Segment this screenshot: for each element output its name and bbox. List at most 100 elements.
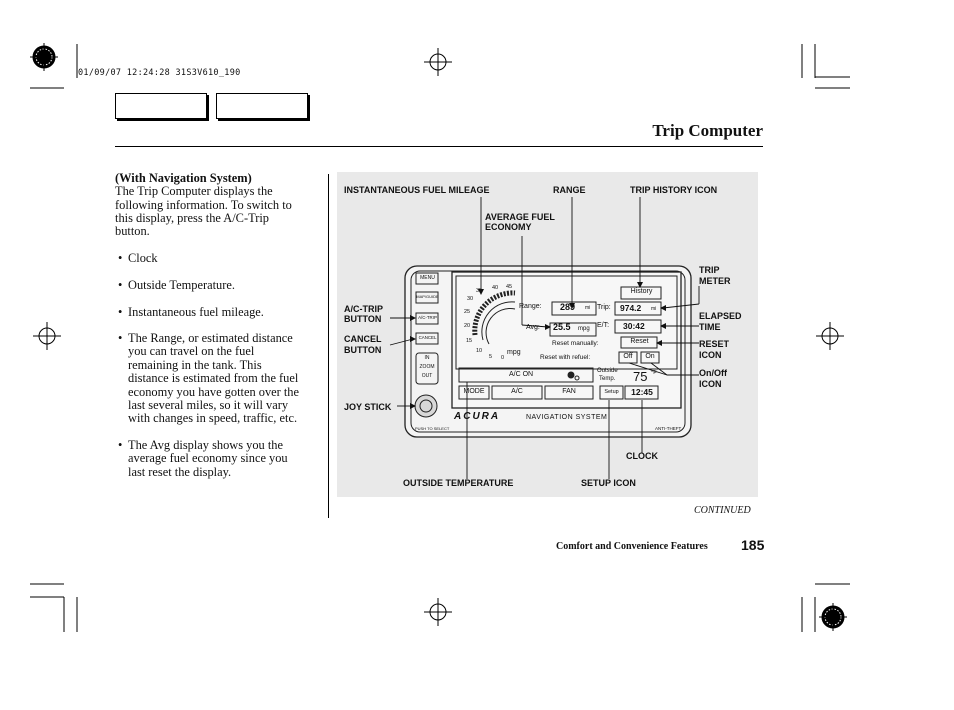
callout-time: TIME xyxy=(699,322,721,332)
callout-joy-stick: JOY STICK xyxy=(344,402,392,412)
callout-economy: ECONOMY xyxy=(485,222,532,232)
zoom-label: ZOOM xyxy=(419,364,435,370)
bullet-dot: • xyxy=(118,251,123,265)
callout-trip-history-icon: TRIP HISTORY ICON xyxy=(630,185,718,195)
callout-average-fuel: AVERAGE FUEL xyxy=(485,212,555,222)
reset-manually-label: Reset manually: xyxy=(552,340,599,347)
bullet-line: distance is estimated from the fuel xyxy=(128,371,299,386)
gauge-tick: 45 xyxy=(506,284,513,290)
callout-cancel: CANCEL xyxy=(344,334,382,344)
callout-on-off: On/Off xyxy=(699,368,727,378)
navigation-system-label: NAVIGATION SYSTEM xyxy=(526,414,608,421)
mode-button: MODE xyxy=(463,388,485,395)
bullet-line: The Avg display shows you the xyxy=(128,438,283,452)
gauge-tick: 5 xyxy=(489,354,493,360)
bullet-line: average fuel economy since you xyxy=(128,451,288,466)
page-title: Trip Computer xyxy=(652,121,763,140)
device-button-ac-trip: A/C-TRIP xyxy=(418,315,437,320)
bullet-dot: • xyxy=(118,331,123,345)
gauge-tick: 35 xyxy=(476,288,483,294)
bullet-dot: • xyxy=(118,438,123,452)
trip-unit: mi xyxy=(651,306,657,312)
range-value: 289 xyxy=(560,302,576,312)
gauge-tick: 30 xyxy=(467,296,474,302)
gauge-unit: mpg xyxy=(507,349,521,356)
section-tab-2 xyxy=(216,93,308,119)
callout-clock: CLOCK xyxy=(626,451,658,461)
bullet-line: you can travel on the fuel xyxy=(128,344,255,359)
acura-logo: ACURA xyxy=(454,411,501,422)
bullet-line: economy you have gotten over the xyxy=(128,384,300,399)
outside-label: Outside xyxy=(597,368,618,374)
device-button-cancel: CANCEL xyxy=(418,335,437,340)
temp-label: Temp. xyxy=(599,376,616,382)
navigation-unit-drawing xyxy=(389,197,700,479)
intro-line: button. xyxy=(115,224,150,238)
temp-unit: °F xyxy=(651,370,657,376)
range-label: Range: xyxy=(519,303,542,310)
gauge-tick: 0 xyxy=(501,355,505,361)
callout-trip: TRIP xyxy=(699,265,720,275)
callout-setup-icon: SETUP ICON xyxy=(581,478,636,488)
intro-line: following information. To switch to xyxy=(115,198,292,212)
callout-instantaneous-fuel-mileage: INSTANTANEOUS FUEL MILEAGE xyxy=(344,185,490,195)
callout-elapsed: ELAPSED xyxy=(699,311,742,321)
column-divider xyxy=(328,174,329,518)
avg-value: 25.5 xyxy=(553,322,571,332)
callout-ac-trip-button: BUTTON xyxy=(344,314,382,324)
bullet-line: last several miles, so it will vary xyxy=(128,398,289,413)
history-icon: History xyxy=(630,288,653,295)
bullet-line: The Range, or estimated distance xyxy=(128,331,293,345)
bullet-line: last reset the display. xyxy=(128,464,232,479)
bullet-line: Outside Temperature. xyxy=(128,278,235,292)
bullet-line: Clock xyxy=(128,251,158,265)
off-icon: Off xyxy=(623,353,633,360)
avg-label: Avg: xyxy=(526,324,540,331)
callout-reset: RESET xyxy=(699,339,730,349)
bullet-dot: • xyxy=(118,278,123,292)
ac-status: A/C ON xyxy=(509,371,534,378)
on-icon: On xyxy=(645,353,655,360)
gauge-tick: 10 xyxy=(476,348,483,354)
device-button-map-guide: MAP/GUIDE xyxy=(416,294,439,299)
trip-computer-figure: MENU MAP/GUIDE A/C-TRIP CANCEL IN ZOOM O… xyxy=(337,172,758,497)
reset-with-refuel-label: Reset with refuel: xyxy=(540,354,591,361)
device-button-menu: MENU xyxy=(420,275,435,281)
avg-unit: mpg xyxy=(578,326,590,332)
trip-label: Trip: xyxy=(597,304,611,311)
page-number: 185 xyxy=(741,537,765,553)
callout-meter: METER xyxy=(699,276,731,286)
continued-label: CONTINUED xyxy=(694,505,751,516)
range-unit: mi xyxy=(585,305,591,311)
gauge-tick: 25 xyxy=(464,309,471,315)
callout-reset-icon: ICON xyxy=(699,350,722,360)
ac-button: A/C xyxy=(511,388,523,395)
footer-section: Comfort and Convenience Features xyxy=(556,541,708,552)
anti-theft-label: ANTI-THEFT xyxy=(655,426,682,431)
gauge-tick: 40 xyxy=(492,285,499,291)
gauge-tick: 20 xyxy=(464,323,471,329)
callout-cancel-button: BUTTON xyxy=(344,345,382,355)
zoom-in-label: IN xyxy=(424,355,430,361)
zoom-out-label: OUT xyxy=(421,373,433,379)
trip-value: 974.2 xyxy=(620,303,642,313)
bullet-line: with changes in speed, traffic, etc. xyxy=(128,411,298,426)
push-to-select-label: PUSH TO SELECT xyxy=(415,426,450,431)
print-stamp: 01/09/07 12:24:28 31S3V610_190 xyxy=(78,68,241,78)
clock-value: 12:45 xyxy=(631,387,653,397)
outside-temp-value: 75 xyxy=(633,369,648,384)
bullet-line: remaining in the tank. This xyxy=(128,357,262,372)
callout-on-off-icon: ICON xyxy=(699,379,722,389)
reset-icon: Reset xyxy=(630,338,649,345)
gauge-tick: 15 xyxy=(466,338,473,344)
callout-ac-trip: A/C-TRIP xyxy=(344,304,383,314)
setup-icon: Setup xyxy=(604,389,619,395)
intro-line: this display, press the A/C-Trip xyxy=(115,211,269,225)
section-tab-1 xyxy=(115,93,207,119)
bullet-dot: • xyxy=(118,305,123,319)
intro-heading: (With Navigation System) xyxy=(115,171,252,185)
fan-button: FAN xyxy=(562,388,576,395)
intro-line: The Trip Computer displays the xyxy=(115,184,273,198)
header-rule xyxy=(115,146,763,147)
